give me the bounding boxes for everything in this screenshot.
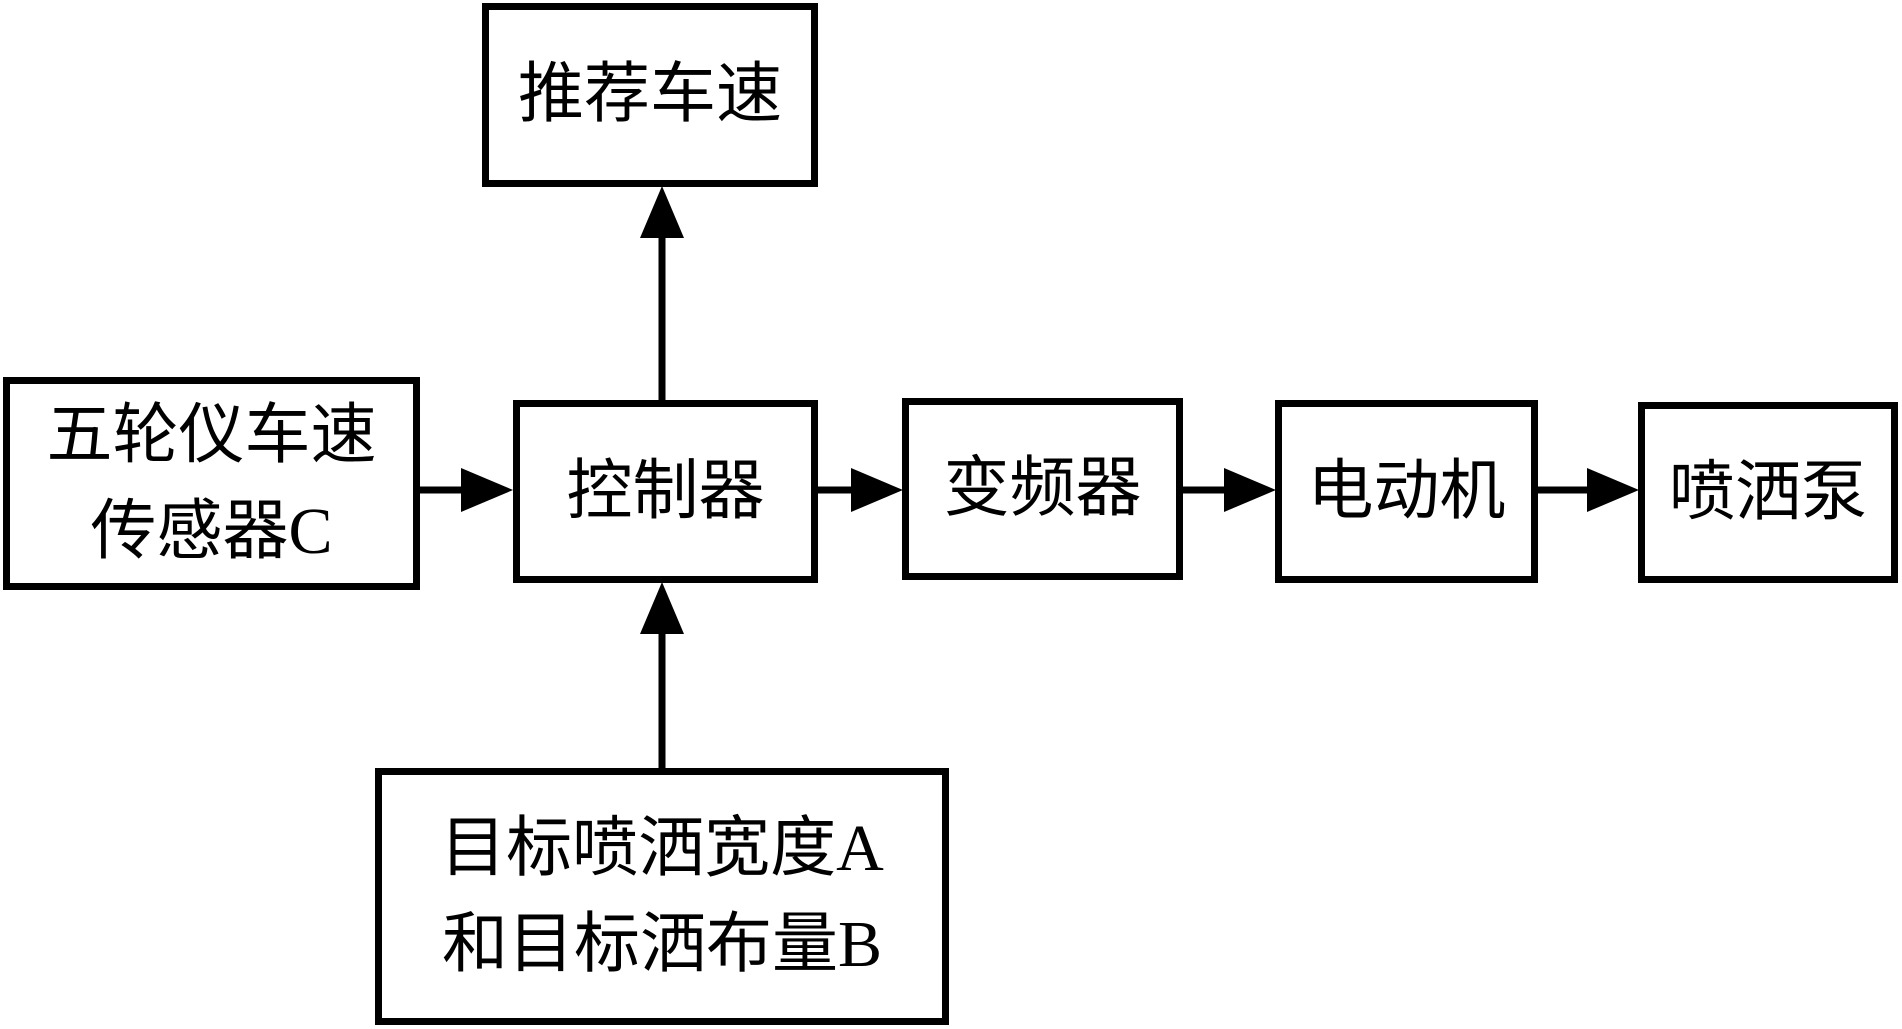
node-recommended-speed-label: 推荐车速 — [518, 58, 782, 131]
node-targets-label-line2: 和目标洒布量B — [441, 907, 883, 981]
node-recommended-speed: 推荐车速 — [482, 3, 818, 187]
node-speed-sensor: 五轮仪车速 传感器C — [3, 377, 420, 590]
arrow-head-up-icon — [640, 582, 684, 634]
node-speed-sensor-label-line2: 传感器C — [90, 494, 333, 568]
node-controller-label: 控制器 — [566, 454, 765, 528]
node-targets-label-line1: 目标喷洒宽度A — [440, 811, 884, 885]
arrow-controller-to-inverter — [817, 468, 903, 512]
arrow-head-right-icon — [1587, 468, 1639, 512]
arrow-head-right-icon — [851, 468, 903, 512]
arrow-sensor-to-controller — [418, 468, 513, 512]
arrow-head-right-icon — [461, 468, 513, 512]
node-inverter-label: 变频器 — [943, 452, 1142, 525]
arrow-shaft — [817, 486, 855, 494]
node-motor: 电动机 — [1275, 400, 1538, 583]
node-speed-sensor-label-line1: 五轮仪车速 — [46, 398, 377, 472]
arrow-shaft — [418, 486, 465, 494]
arrow-shaft — [1182, 486, 1228, 494]
node-motor-label: 电动机 — [1307, 454, 1506, 528]
arrow-shaft — [658, 628, 666, 768]
arrow-head-right-icon — [1224, 468, 1276, 512]
arrow-head-up-icon — [640, 186, 684, 238]
node-spray-pump-label: 喷洒泵 — [1669, 455, 1867, 529]
node-targets: 目标喷洒宽度A 和目标洒布量B — [375, 768, 949, 1025]
node-spray-pump: 喷洒泵 — [1638, 402, 1898, 583]
arrow-shaft — [1537, 486, 1591, 494]
arrow-shaft — [658, 232, 666, 400]
arrow-controller-to-recommended-speed — [640, 186, 684, 400]
arrow-inverter-to-motor — [1182, 468, 1276, 512]
node-controller: 控制器 — [513, 400, 818, 583]
arrow-targets-to-controller — [640, 582, 684, 768]
node-inverter: 变频器 — [902, 398, 1183, 580]
arrow-motor-to-pump — [1537, 468, 1639, 512]
